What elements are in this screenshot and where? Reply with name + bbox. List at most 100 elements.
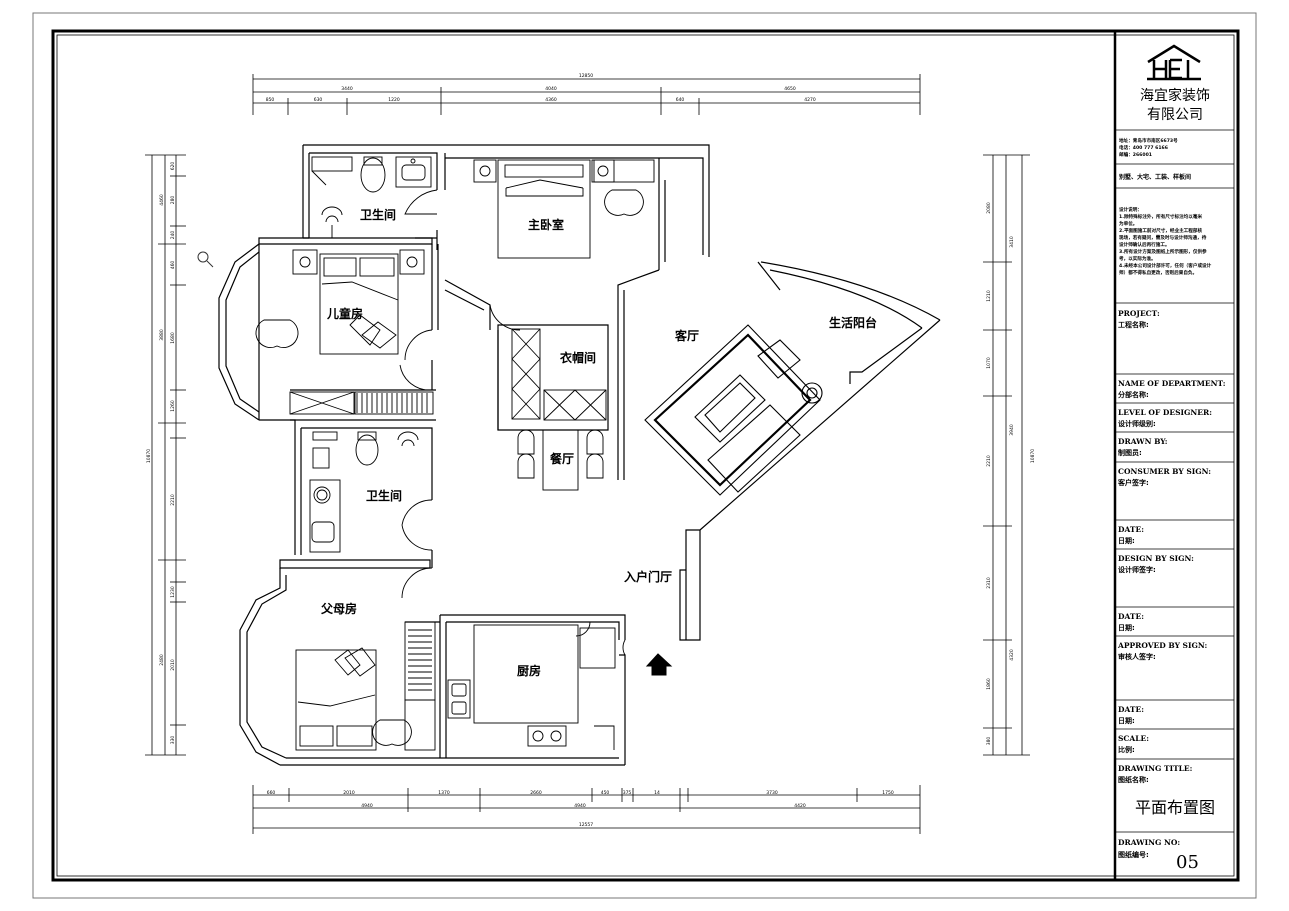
right-dimensions [983, 154, 1030, 756]
dim-bottom-row: 14 [654, 790, 660, 796]
dim-right-mid: 3940 [1009, 424, 1015, 436]
dim-left-inner: 1680 [170, 332, 176, 344]
dim-bottom-row: 2010 [343, 790, 355, 796]
drawing-title-label-cn: 图纸名称: [1118, 775, 1149, 784]
dim-top-mid: 4040 [545, 86, 557, 92]
dim-top-row: 850 [266, 97, 275, 103]
dim-left-inner: 1260 [170, 400, 176, 412]
design-note-line: 师）都不得私自更改，否则后果自负。 [1119, 269, 1197, 276]
dim-left-inner: 330 [170, 736, 176, 745]
department-label: NAME OF DEPARTMENT: [1118, 379, 1226, 388]
dim-left-inner: 460 [170, 261, 176, 270]
designer-level-label: LEVEL OF DESIGNER: [1118, 408, 1212, 417]
drawing-number-label: DRAWING NO: [1118, 838, 1180, 847]
master-bed [473, 159, 655, 259]
dim-right-inner: 2310 [986, 577, 992, 589]
parents-bed [295, 621, 436, 751]
title-block [1113, 31, 1234, 880]
dim-right-inner: 2210 [986, 455, 992, 467]
dim-left-mid: 3880 [159, 329, 165, 341]
design-note-line: 4.未经本公司设计部许可，任何（客户或设计 [1119, 262, 1212, 269]
top-dimensions [252, 74, 921, 115]
design-note-line: 设计师确认后再行施工。 [1119, 241, 1170, 248]
dim-top-mid: 4650 [784, 86, 796, 92]
design-sign-label: DESIGN BY SIGN: [1118, 554, 1194, 563]
dim-bottom-row: 450 [601, 790, 610, 796]
living-room-sofa-set [644, 324, 823, 496]
dim-top-row: 630 [314, 97, 323, 103]
dim-left-inner: 240 [170, 231, 176, 240]
consumer-sign-label: CONSUMER BY SIGN: [1118, 467, 1211, 476]
company-address: 地址：青岛市市南区6673号 [1119, 137, 1178, 144]
dim-bottom-mid: 4940 [361, 803, 373, 809]
drawing-number: 05 [1176, 852, 1199, 873]
scale-label-cn: 比例: [1118, 745, 1135, 754]
dim-bottom-total: 12557 [579, 822, 593, 828]
walk-in-closet-cabinets [511, 328, 607, 421]
project-label-cn: 工程名称: [1118, 320, 1149, 329]
date-label: DATE: [1118, 705, 1144, 714]
date-label-cn: 日期: [1118, 716, 1135, 725]
bathroom-mid-fixtures [309, 431, 419, 553]
bottom-dimensions [252, 785, 921, 834]
dim-bottom-row: 3730 [766, 790, 778, 796]
room-label-kitchen: 厨房 [517, 663, 541, 678]
room-label-parents-room: 父母房 [320, 601, 357, 616]
company-phone: 电话：400 777 6166 [1119, 144, 1168, 151]
design-note-line: 现场，若有疑问，需及时与设计师沟通，待 [1119, 234, 1207, 241]
dim-left-inner: 1230 [170, 586, 176, 598]
date-label: DATE: [1118, 525, 1144, 534]
design-sign-label-cn: 设计师签字: [1118, 565, 1156, 574]
left-dimensions [145, 154, 186, 756]
room-label-walk-in-closet: 衣帽间 [560, 350, 596, 365]
company-name-line2: 有限公司 [1147, 107, 1203, 123]
dim-top-row: 640 [676, 97, 685, 103]
date-label-cn: 日期: [1118, 536, 1135, 545]
design-note-line: 2.平面图施工前对尺寸，经业主工程部核 [1119, 227, 1202, 234]
room-label-entrance-hall: 入户门厅 [624, 569, 672, 584]
closet-shelving [356, 393, 428, 413]
dim-left-inner: 2210 [170, 494, 176, 506]
dim-left-inner: 620 [170, 162, 176, 171]
design-note-line: 1.除特殊标注外，所有尺寸标注均以毫米 [1119, 213, 1202, 220]
dim-left-total: 10870 [146, 449, 152, 463]
doors [399, 189, 626, 656]
dim-bottom-row: 660 [267, 790, 276, 796]
department-label-cn: 分部名称: [1118, 390, 1149, 399]
company-postcode: 邮编：266001 [1119, 151, 1152, 158]
room-label-bath-top: 卫生间 [360, 207, 396, 222]
dim-right-total: 10870 [1030, 449, 1036, 463]
company-logo-icon [1147, 44, 1201, 81]
consumer-sign-label-cn: 客户签字: [1117, 478, 1149, 487]
scale-label: SCALE: [1118, 734, 1149, 743]
dim-top-mid: 3440 [341, 86, 353, 92]
dim-right-inner: 1210 [986, 290, 992, 302]
design-note-line: 考，以实际为准。 [1119, 255, 1156, 262]
room-label-balcony: 生活阳台 [829, 315, 877, 330]
bathroom-top-fixtures [311, 156, 432, 238]
entrance-arrow-icon [645, 653, 673, 676]
drawing-frame [51, 29, 1240, 882]
room-label-living-room: 客厅 [674, 328, 699, 343]
dim-top-total: 12850 [579, 73, 593, 79]
dim-right-inner: 2080 [986, 202, 992, 214]
company-services: 别墅、大宅、工装、样板间 [1118, 173, 1191, 181]
dim-right-inner: 1070 [986, 357, 992, 369]
dim-right-inner: 380 [986, 737, 992, 746]
dim-left-inner: 2010 [170, 659, 176, 671]
kitchen-fixtures [447, 624, 616, 750]
dim-top-row: 4270 [804, 97, 816, 103]
approved-sign-label: APPROVED BY SIGN: [1117, 641, 1207, 650]
project-label: PROJECT: [1118, 309, 1160, 318]
room-label-kids-room: 儿童房 [326, 306, 363, 321]
design-note-line: 为单位。 [1119, 220, 1137, 227]
room-label-bath-mid: 卫生间 [366, 488, 402, 503]
dim-bottom-row: 2660 [530, 790, 542, 796]
dim-right-mid: 4320 [1009, 649, 1015, 661]
drawing-title: 平面布置图 [1135, 798, 1215, 817]
date-label-cn: 日期: [1118, 623, 1135, 632]
dim-left-inner: 280 [170, 196, 176, 205]
dim-left-mid: 2480 [159, 654, 165, 666]
walls [218, 144, 941, 766]
